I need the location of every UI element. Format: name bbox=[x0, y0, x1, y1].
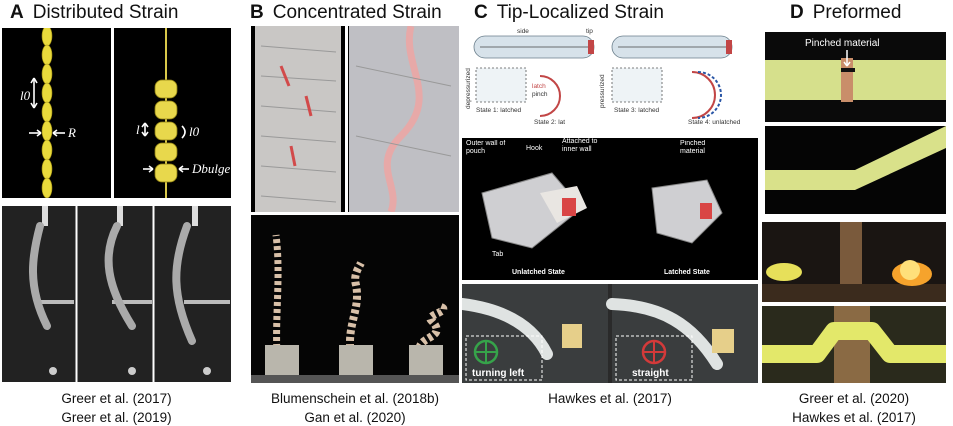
r-label: R bbox=[67, 125, 76, 140]
panel-d-bent-tube-photo bbox=[762, 306, 946, 383]
citation: Gan et al. (2020) bbox=[304, 410, 406, 425]
panel-c-video-stills: turning left straight bbox=[462, 284, 758, 383]
pressurized-label: pressurized bbox=[599, 74, 606, 108]
pinch-label: pinch bbox=[532, 91, 548, 98]
unlatched-state-label: Unlatched State bbox=[512, 269, 565, 276]
panel-letter: A bbox=[10, 2, 24, 23]
latch-label: latch bbox=[532, 83, 546, 90]
latched-state-label: Latched State bbox=[664, 269, 710, 276]
panel-a-title: A Distributed Strain bbox=[10, 2, 178, 24]
turning-left-label: turning left bbox=[472, 368, 525, 379]
panel-letter: D bbox=[790, 2, 804, 23]
citation: Greer et al. (2020) bbox=[798, 391, 910, 406]
citation: Greer et al. (2019) bbox=[61, 410, 172, 425]
panel-c-latch-photo: Outer wall of pouch Hook Attached to inn… bbox=[462, 138, 758, 280]
l-label: l bbox=[136, 122, 140, 137]
panel-d-pinched-photo: Pinched material bbox=[765, 32, 946, 122]
panel-c-title: C Tip-Localized Strain bbox=[474, 2, 664, 24]
pinched-material-label: Pinched material bbox=[805, 38, 879, 49]
state2-label: State 2: lat bbox=[534, 119, 565, 126]
panel-title-text: Preformed bbox=[812, 2, 902, 23]
l0-label-b: l0 bbox=[189, 124, 200, 139]
tab-label: Tab bbox=[492, 251, 503, 258]
panel-a-citations: Greer et al. (2017) Greer et al. (2019) bbox=[2, 389, 231, 426]
straight-label: straight bbox=[632, 368, 669, 379]
panel-d-bend-photo bbox=[765, 126, 946, 214]
attached-label: Attached to inner wall bbox=[562, 138, 598, 153]
l0-label: l0 bbox=[20, 88, 31, 103]
panel-d-citations: Greer et al. (2020) Hawkes et al. (2017) bbox=[760, 389, 948, 426]
state4-label: State 4: unlatched bbox=[688, 119, 741, 126]
state1-label: State 1: latched bbox=[476, 107, 522, 114]
citation: Greer et al. (2017) bbox=[61, 391, 172, 406]
panel-d-title: D Preformed bbox=[790, 2, 901, 24]
panel-b-growth-photo bbox=[251, 215, 459, 383]
panel-b-citations: Blumenschein et al. (2018b) Gan et al. (… bbox=[236, 389, 474, 426]
outer-wall-label: Outer wall of pouch bbox=[466, 140, 506, 155]
panel-d-fire-photo bbox=[762, 222, 946, 302]
panel-a-strain-photo: l0 R l l0 Dbulge bbox=[2, 28, 231, 198]
panel-title-text: Distributed Strain bbox=[32, 2, 179, 23]
panel-letter: C bbox=[474, 2, 488, 23]
panel-letter: B bbox=[250, 2, 264, 23]
side-label: side bbox=[517, 28, 529, 35]
panel-title-text: Concentrated Strain bbox=[272, 2, 442, 23]
tip-label: tip bbox=[586, 28, 593, 35]
panel-c-schematic: side tip depressurized pressurized latch… bbox=[462, 26, 758, 128]
depressurized-label: depressurized bbox=[465, 68, 472, 109]
citation: Hawkes et al. (2017) bbox=[548, 391, 672, 406]
citation: Blumenschein et al. (2018b) bbox=[270, 391, 440, 406]
dbulge-label: Dbulge bbox=[191, 161, 231, 176]
citation: Hawkes et al. (2017) bbox=[792, 410, 916, 425]
state3-label: State 3: latched bbox=[614, 107, 660, 114]
panel-a-bending-photo bbox=[2, 206, 231, 382]
panel-b-title: B Concentrated Strain bbox=[250, 2, 442, 24]
pinched-label: Pinched material bbox=[680, 140, 706, 155]
panel-b-pouch-photo bbox=[251, 26, 459, 212]
panel-c-citations: Hawkes et al. (2017) bbox=[462, 389, 758, 408]
panel-title-text: Tip-Localized Strain bbox=[496, 2, 664, 23]
hook-label: Hook bbox=[526, 145, 543, 152]
